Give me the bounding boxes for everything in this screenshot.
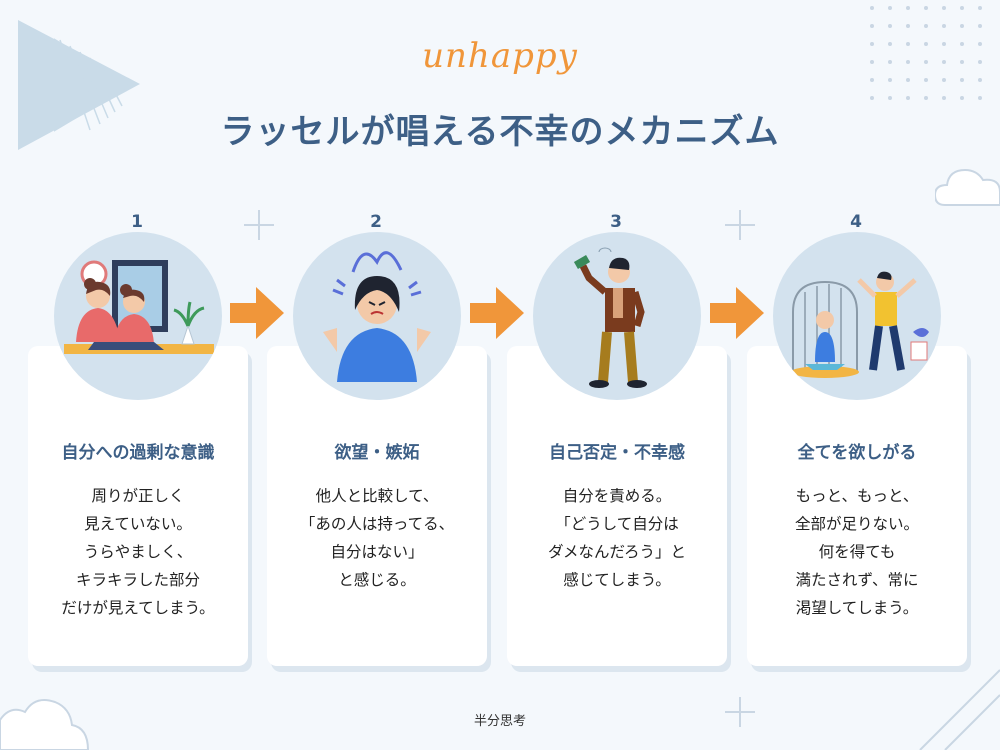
- right-arrow-icon: [710, 287, 764, 339]
- description-line: ダメなんだろう」と: [547, 543, 687, 561]
- description-line: だけが見えてしまう。: [61, 599, 215, 617]
- cloud-decoration: [0, 699, 90, 750]
- plus-decoration: [244, 210, 274, 240]
- description-line: 満たされず、常に: [795, 571, 919, 589]
- step-title: 全てを欲しがる: [797, 443, 917, 463]
- description-line: 他人と比較して、: [315, 487, 439, 505]
- step-number-2: 2: [370, 212, 382, 232]
- illustration-wanting-everything: [773, 232, 941, 400]
- cloud-decoration: [935, 168, 1000, 206]
- step-number-1: 1: [131, 212, 143, 232]
- subtitle: unhappy: [422, 36, 578, 76]
- footer-brand: 半分思考: [473, 714, 526, 729]
- description-line: 渇望してしまう。: [795, 599, 919, 617]
- illustration-self-blaming-man: [533, 232, 701, 400]
- description-line: 「あの人は持ってる、: [299, 515, 455, 533]
- diagonal-lines-decoration: [919, 669, 1000, 750]
- illustration-sad-girls-at-window: [54, 232, 222, 400]
- page-title: ラッセルが唱える不幸のメカニズム: [220, 112, 780, 152]
- plus-decoration: [725, 697, 755, 727]
- step-number-3: 3: [610, 212, 622, 232]
- description-line: 全部が足りない。: [794, 515, 919, 533]
- right-arrow-icon: [470, 287, 524, 339]
- triangle-decoration: [18, 20, 140, 150]
- dot-grid-decoration: [870, 6, 982, 100]
- description-line: キラキラした部分: [75, 571, 200, 589]
- description-line: 感じてしまう。: [563, 571, 671, 589]
- description-line: 周りが正しく: [91, 487, 185, 505]
- illustration-jealous-woman: [293, 232, 461, 400]
- description-line: 見えていない。: [84, 515, 192, 533]
- description-line: と感じる。: [338, 571, 416, 589]
- plus-decoration: [725, 210, 755, 240]
- step-description: もっと、もっと、 全部が足りない。 何を得ても 満たされず、常に 渇望してしまう…: [747, 482, 967, 622]
- step-title: 欲望・嫉妬: [334, 443, 420, 463]
- step-number-4: 4: [850, 212, 862, 232]
- step-description: 周りが正しく 見えていない。 うらやましく、 キラキラした部分 だけが見えてしま…: [28, 482, 248, 622]
- step-title: 自己否定・不幸感: [549, 443, 685, 463]
- description-line: 自分を責める。: [562, 487, 672, 505]
- step-description: 自分を責める。 「どうして自分は ダメなんだろう」と 感じてしまう。: [507, 482, 727, 594]
- step-description: 他人と比較して、 「あの人は持ってる、 自分はない」 と感じる。: [267, 482, 487, 594]
- step-title: 自分への過剰な意識: [61, 443, 215, 463]
- description-line: もっと、もっと、: [795, 487, 919, 505]
- step-card-4: 全てを欲しがる もっと、もっと、 全部が足りない。 何を得ても 満たされず、常に…: [747, 346, 967, 666]
- description-line: 何を得ても: [818, 543, 896, 561]
- description-line: うらやましく、: [83, 543, 193, 561]
- description-line: 自分はない」: [330, 543, 424, 561]
- description-line: 「どうして自分は: [555, 515, 679, 533]
- right-arrow-icon: [230, 287, 284, 339]
